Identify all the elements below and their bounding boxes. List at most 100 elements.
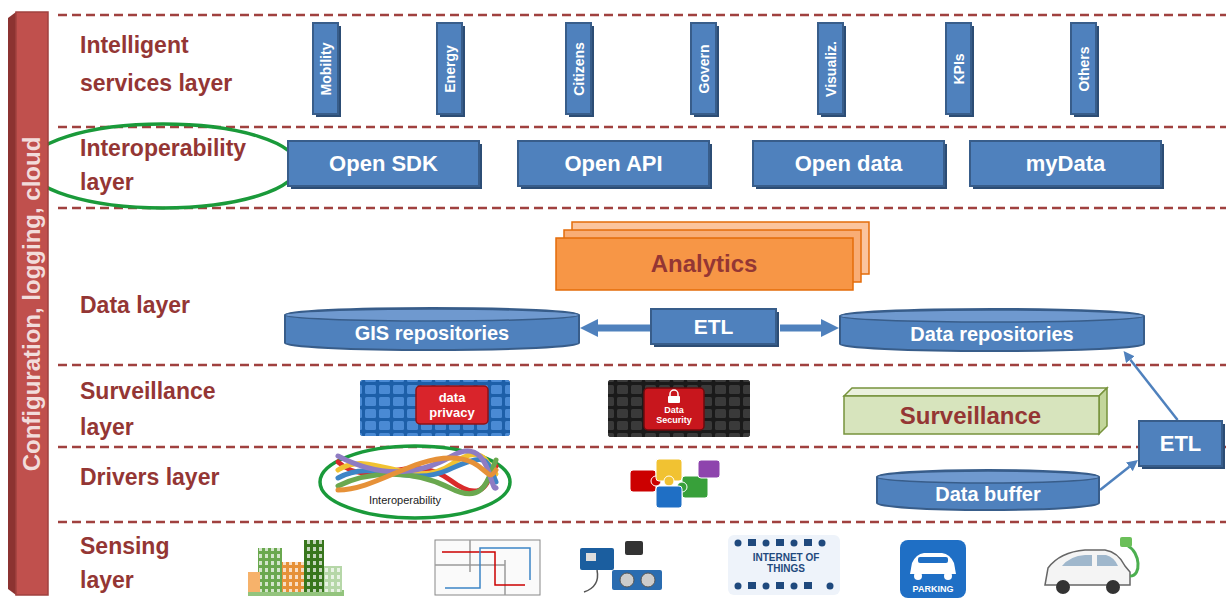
iot-icon [804, 582, 812, 589]
node-text: ETL [1160, 431, 1202, 456]
iot-icon [763, 583, 770, 590]
privacy-keyboard [416, 386, 488, 424]
layer-divider [58, 126, 1226, 129]
text-holder: Surveillance [900, 402, 1041, 430]
box-face [946, 23, 971, 114]
parking-sign-icon [944, 572, 952, 580]
icon-caption: INTERNET OF THINGS [740, 552, 832, 574]
parking-sign-icon [918, 557, 948, 563]
iot-icon [728, 535, 840, 595]
city-buildings-icon [282, 562, 304, 592]
city-buildings-icon [304, 540, 324, 592]
service-box: Citizens [565, 22, 595, 118]
security-keyboard [608, 380, 750, 437]
text-holder: Open API [564, 151, 662, 176]
service-box: Visualiz. [817, 22, 847, 118]
node-text: ETL [694, 314, 734, 338]
box-face [651, 309, 776, 344]
puzzle-pieces [656, 486, 682, 508]
floor-plan-icon [442, 552, 525, 585]
service-box: Govern [690, 22, 720, 118]
parking-sign-icon [900, 540, 966, 598]
electric-car-icon [1045, 550, 1130, 585]
etl-box: ETL [650, 308, 780, 348]
sensor-boards-icon [625, 541, 643, 555]
text-holder: Data buffer [935, 482, 1041, 505]
bar-side [8, 12, 16, 595]
box-face [1071, 23, 1096, 114]
box-face [313, 23, 338, 114]
service-box: Others [1070, 22, 1100, 118]
sensor-boards-icon [580, 541, 662, 592]
side-bar: Configuration, logging, cloud [8, 12, 48, 595]
bar-face [16, 12, 48, 595]
cube-side [1099, 388, 1107, 434]
electric-car-icon [1128, 546, 1138, 576]
interface-box: Open SDK [287, 140, 483, 190]
service-box: Mobility [312, 22, 342, 118]
highlight-ellipse [28, 124, 298, 208]
iot-icon [735, 583, 742, 590]
parking-sign-icon [910, 553, 956, 574]
box-face [437, 23, 462, 114]
node-text: GIS repositories [355, 321, 510, 344]
city-buildings-icon [324, 566, 342, 592]
text-holder: Others [1075, 46, 1091, 91]
icon-caption: PARKING [900, 584, 966, 594]
node-text: myData [1026, 151, 1105, 176]
highlight-ellipse [28, 124, 510, 518]
sensor-boards-icon [580, 548, 614, 570]
highlight-ellipse [320, 446, 510, 518]
cylinder-top [285, 309, 579, 321]
node-text: Open SDK [329, 151, 438, 176]
text-holder: Data repositories [910, 322, 1073, 345]
text-holder: Mobility [317, 42, 333, 95]
box-face [288, 141, 479, 186]
node-text: Citizens [570, 42, 586, 96]
icon-caption: Interoperability [355, 494, 455, 507]
cube-top [844, 388, 1107, 396]
iot-icon [776, 582, 784, 589]
box-face [970, 141, 1161, 186]
text-holder: Open SDK [329, 151, 438, 176]
text-holder: GIS repositories [355, 321, 510, 344]
cylinder-body [840, 309, 1144, 351]
repository-cylinder: Data repositories [839, 309, 1145, 351]
iot-icon [748, 582, 756, 589]
text-holder: KPIs [950, 53, 966, 84]
iot-icon [748, 539, 756, 546]
cylinder-body [285, 308, 579, 350]
iot-icon [763, 540, 770, 547]
service-box: KPIs [945, 22, 975, 118]
text-holder: myData [1026, 151, 1105, 176]
layer-divider [58, 446, 1226, 449]
cube-face [844, 396, 1099, 434]
iot-icon [735, 540, 742, 547]
node-text: Open data [795, 151, 903, 176]
text-holder: Visualiz. [822, 41, 838, 97]
cylinder-top [840, 310, 1144, 322]
node-text: Mobility [317, 42, 333, 95]
box-face [753, 141, 944, 186]
cylinder-top [877, 471, 1099, 483]
box-face [691, 23, 716, 114]
layer-divider [58, 207, 1226, 210]
sensor-boards-icon [586, 553, 596, 561]
surveillance-box: Surveillance [843, 387, 1108, 435]
iot-icon [804, 539, 812, 546]
buffer-cylinder: Data buffer [876, 470, 1100, 510]
puzzle-pieces [630, 459, 720, 508]
box-face [818, 23, 843, 114]
repository-cylinder: GIS repositories [284, 308, 580, 350]
interface-box: myData [969, 140, 1165, 190]
iot-icon [776, 539, 784, 546]
iot-icon [827, 583, 834, 590]
layer-divider [58, 14, 1226, 17]
node-text: Data repositories [910, 322, 1073, 345]
sensor-boards-icon [641, 573, 655, 587]
interface-box: Open API [517, 140, 713, 190]
sensor-boards-icon [620, 573, 634, 587]
layer-name: Interoperability layer [80, 131, 270, 199]
node-text: Open API [564, 151, 662, 176]
iot-icon [728, 535, 840, 595]
